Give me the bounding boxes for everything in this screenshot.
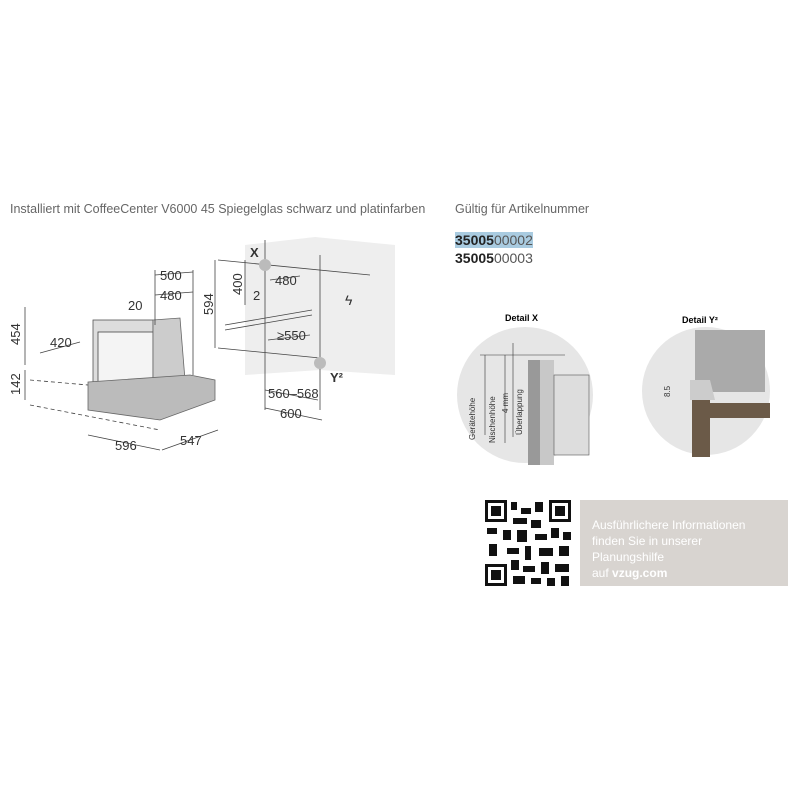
info-box: Ausführlichere Informationen finden Sie … xyxy=(580,500,788,586)
detail-x-label: X xyxy=(250,245,259,260)
dim-2: 2 xyxy=(253,288,260,303)
detail-y-label: Y² xyxy=(330,370,344,385)
detail-x-title: Detail X xyxy=(505,313,539,323)
info-line: finden Sie in unserer Planungshilfe xyxy=(592,534,703,564)
article-number[interactable]: 3500500002 xyxy=(455,232,533,249)
detail-x-marker[interactable] xyxy=(259,259,271,271)
dim-594: 594 xyxy=(201,293,216,315)
dim-547: 547 xyxy=(180,433,202,448)
label-geraetehoehe: Gerätehöhe xyxy=(468,397,477,440)
article-number[interactable]: 3500500003 xyxy=(455,250,533,267)
article-suffix: 00003 xyxy=(493,250,533,266)
article-prefix: 35005 xyxy=(455,250,494,266)
dim-480-niche: 480 xyxy=(275,273,297,288)
vzug-link[interactable]: vzug.com xyxy=(612,566,668,580)
dim-596: 596 xyxy=(115,438,137,453)
valid-for-label: Gültig für Artikelnummer xyxy=(455,202,590,216)
installation-drawing: 500 480 20 420 454 142 596 547 594 400 4… xyxy=(8,237,395,453)
installation-title: Installiert mit CoffeeCenter V6000 45 Sp… xyxy=(10,202,426,216)
dim-560-568: 560–568 xyxy=(268,386,319,401)
detail-y-title: Detail Y² xyxy=(682,315,718,325)
dim-142: 142 xyxy=(8,373,23,395)
dim-400: 400 xyxy=(230,273,245,295)
label-8-5: 8.5 xyxy=(663,385,672,397)
label-ueberlappung: Überlappung xyxy=(515,389,524,435)
dim-550: ≥550 xyxy=(277,328,306,343)
label-4mm: 4 mm xyxy=(501,393,510,413)
dim-420: 420 xyxy=(50,335,72,350)
dim-500: 500 xyxy=(160,268,182,283)
article-suffix: 00002 xyxy=(493,232,533,248)
info-line: auf xyxy=(592,566,613,580)
power-icon: ϟ xyxy=(345,292,353,308)
article-prefix: 35005 xyxy=(455,232,494,248)
info-line: Ausführlichere Informationen xyxy=(592,518,746,532)
dim-454: 454 xyxy=(8,323,23,345)
detail-y-drawing: 8.5 xyxy=(642,327,770,457)
qr-code[interactable] xyxy=(485,500,571,586)
detail-y-marker[interactable] xyxy=(314,357,326,369)
dim-480: 480 xyxy=(160,288,182,303)
detail-x-drawing: Gerätehöhe Nischenhöhe 4 mm Überlappung xyxy=(457,327,593,465)
dim-600: 600 xyxy=(280,406,302,421)
dim-20: 20 xyxy=(128,298,142,313)
label-nischenhoehe: Nischenhöhe xyxy=(488,396,497,443)
